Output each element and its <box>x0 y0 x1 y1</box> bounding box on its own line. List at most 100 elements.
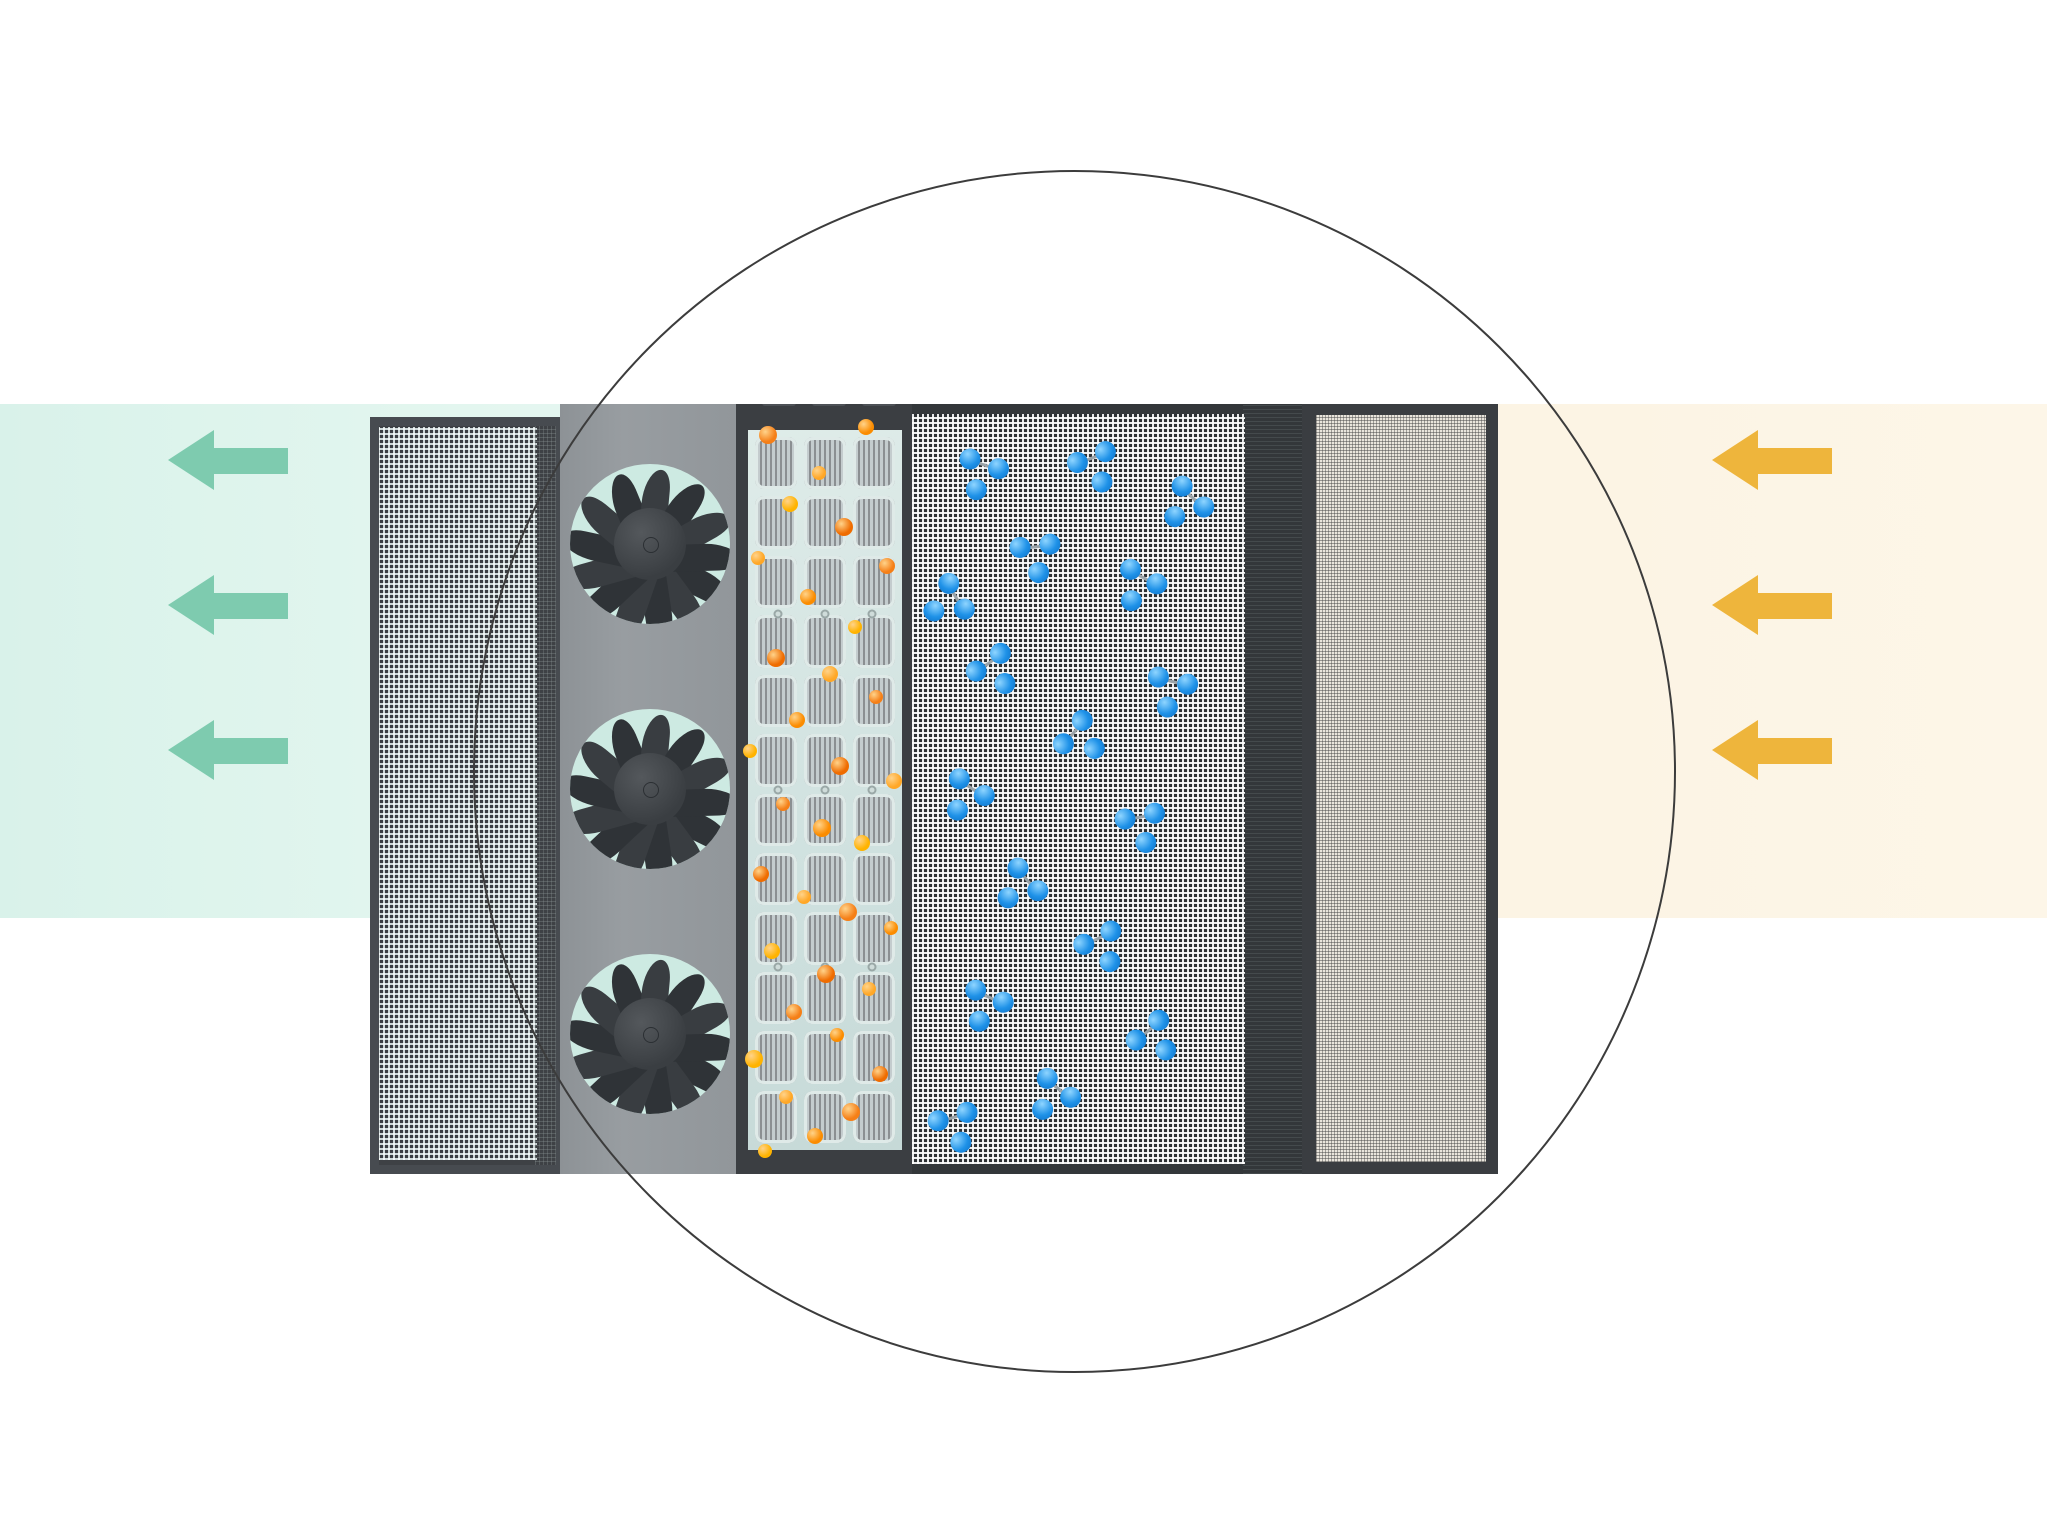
heat-particle <box>817 964 835 983</box>
heat-particle <box>779 1090 794 1104</box>
heat-exchanger-cell <box>853 437 895 490</box>
outlet-grille-mesh <box>378 427 537 1160</box>
arrow-shaft <box>210 448 288 474</box>
heat-particle <box>743 743 758 758</box>
heat-particle <box>789 711 806 728</box>
heat-exchanger-pin <box>773 785 783 795</box>
arrow-head <box>168 430 214 490</box>
molecule-atom <box>1117 586 1146 615</box>
molecule-atom <box>961 976 989 1004</box>
pollutant-molecule <box>961 636 1034 709</box>
molecule-atom <box>1112 806 1139 832</box>
heat-exchanger-cell <box>804 912 846 965</box>
heat-particle <box>785 1004 802 1021</box>
molecule-atom <box>1091 437 1120 466</box>
arrow-head <box>168 720 214 780</box>
cavity-back-wall <box>1243 404 1307 1174</box>
heat-particle <box>831 756 850 775</box>
molecule-atom <box>1175 672 1200 697</box>
heat-exchanger-module <box>736 397 916 1174</box>
heat-exchanger-cell <box>853 1090 895 1143</box>
pollutant-molecule <box>1148 470 1221 544</box>
molecule-atom <box>947 1128 975 1156</box>
molecule-atom <box>957 445 984 472</box>
heat-exchanger-pin <box>773 962 783 971</box>
molecule-atom <box>1095 916 1125 946</box>
fan-bottom <box>570 954 730 1114</box>
pollutant-molecule <box>1141 664 1201 725</box>
pollutant-molecule <box>1015 1063 1087 1136</box>
arrow-head <box>168 575 214 635</box>
heat-particle <box>807 1127 824 1144</box>
cool-arrow-3 <box>168 720 288 780</box>
mixing-cavity <box>912 404 1307 1174</box>
heat-exchanger-pin <box>773 609 783 618</box>
heat-exchanger-pin <box>820 785 830 795</box>
heat-particle <box>886 773 903 790</box>
heat-particle <box>838 903 857 922</box>
molecule-atom <box>1087 468 1116 496</box>
molecule-atom <box>1063 448 1092 477</box>
molecule-layer <box>912 414 1245 1164</box>
pollutant-molecule <box>924 1097 992 1164</box>
molecule-atom <box>985 455 1012 482</box>
heat-particle <box>750 551 765 565</box>
heat-particle <box>800 588 816 605</box>
heat-particle <box>883 920 898 935</box>
molecule-atom <box>990 668 1020 698</box>
heat-particle <box>797 889 812 904</box>
outlet-grille-panel <box>370 417 565 1174</box>
heat-exchanger-pin <box>867 609 877 618</box>
molecule-atom <box>1056 1082 1086 1112</box>
molecule-atom <box>989 988 1017 1016</box>
molecule-atom <box>1160 501 1191 531</box>
heat-exchanger-pin <box>820 609 830 618</box>
heat-particle <box>753 865 770 882</box>
heat-particle <box>857 419 874 436</box>
pollutant-molecule <box>951 976 1018 1044</box>
molecule-atom <box>1068 929 1098 959</box>
pollutant-molecule <box>1048 704 1120 776</box>
cavity-mesh <box>912 414 1245 1164</box>
heat-particle <box>829 1028 844 1043</box>
heat-particle <box>847 620 862 635</box>
heat-particle <box>869 689 884 704</box>
molecule-atom <box>1028 1094 1058 1125</box>
molecule-atom <box>942 795 972 825</box>
molecule-atom <box>918 596 949 626</box>
molecule-atom <box>969 781 999 810</box>
molecule-atom <box>993 882 1023 913</box>
pollutant-molecule <box>1103 555 1172 624</box>
fan-plenum-housing <box>560 404 740 1174</box>
heat-particle <box>811 466 826 481</box>
heat-particle <box>821 665 838 682</box>
air-handling-unit <box>370 397 1630 1176</box>
heat-particle <box>842 1103 861 1122</box>
pollutant-molecule <box>1120 1003 1195 1077</box>
heat-particle <box>766 649 785 668</box>
arrow-shaft <box>210 738 288 764</box>
heat-particle <box>872 1065 888 1082</box>
heat-exchanger-cell <box>755 555 797 609</box>
heat-particle <box>782 496 798 513</box>
pollutant-molecule <box>1063 435 1132 504</box>
heat-particle <box>854 834 870 851</box>
fan-hub <box>614 753 686 825</box>
pollutant-molecule <box>1112 798 1177 862</box>
intake-filter-panel <box>1302 404 1498 1174</box>
molecule-atom <box>1133 829 1160 856</box>
heat-exchanger-pin <box>867 962 877 971</box>
pollutant-molecule <box>908 568 980 641</box>
pollutant-molecule <box>929 764 1000 835</box>
pollutant-molecule <box>981 853 1055 927</box>
heat-particle <box>879 557 896 574</box>
molecule-atom <box>961 655 991 686</box>
arrow-head <box>1712 575 1758 635</box>
molecule-atom <box>965 1007 993 1035</box>
arrow-shaft <box>1754 738 1832 764</box>
molecule-atom <box>933 568 964 599</box>
molecule-atom <box>949 594 979 624</box>
heat-exchanger-pin <box>867 785 877 795</box>
heat-exchanger-cell <box>755 734 797 787</box>
arrow-head <box>1712 720 1758 780</box>
